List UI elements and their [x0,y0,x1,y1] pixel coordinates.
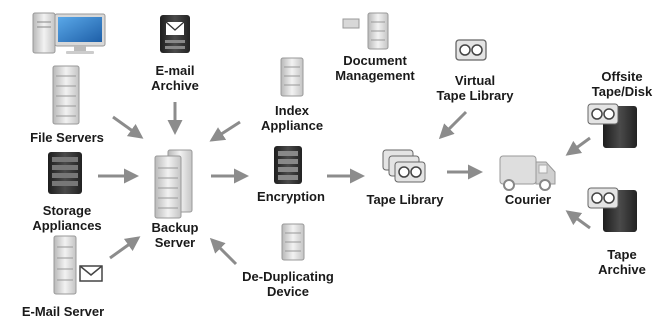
storage-appliances-icon [48,152,82,194]
email-archive-icon [160,15,190,53]
workstation-icon [32,12,106,54]
email-server-icon [53,235,77,295]
document-management-icon [342,12,389,50]
arrow-offsite-to-courier [565,136,591,156]
label-tape-library: Tape Library [366,192,444,207]
label-backup-server: Backup Server [151,220,199,250]
label-index-appliance: Index Appliance [260,103,324,133]
arrows [98,102,591,266]
label-offsite-tape-disk: Offsite Tape/Disk [591,69,653,99]
label-storage-appliances: Storage Appliances [32,203,102,233]
label-virtual-tape-library: Virtual Tape Library [436,73,514,103]
arrow-vtl-to-tape-library [438,110,468,140]
index-appliance-icon [280,57,304,97]
label-dedup-device: De-Duplicating Device [242,269,334,299]
dedup-device-icon [281,223,305,261]
label-document-management: Document Management [335,53,415,83]
label-email-server: E-Mail Server [21,304,105,319]
arrow-dedup-to-backup [209,237,238,266]
arrow-tape-archive-to-courier [565,210,591,230]
label-tape-archive: Tape Archive [598,247,646,277]
courier-truck-icon [499,155,556,191]
envelope-icon [79,265,103,282]
arrow-file-servers-to-backup [112,115,144,139]
label-encryption: Encryption [257,189,325,204]
offsite-tape-disk-icon [587,103,637,148]
label-email-archive: E-mail Archive [151,63,199,93]
backup-server-icon [154,149,193,219]
file-servers-icon [52,65,80,125]
arrow-index-to-backup [209,120,241,142]
arrow-email-server-to-backup [109,236,141,260]
label-file-servers: File Servers [30,130,104,145]
virtual-tape-library-icon [455,39,487,61]
encryption-icon [274,146,302,184]
tape-library-icon [382,149,426,183]
tape-archive-icon [587,187,637,232]
label-courier: Courier [504,192,552,207]
